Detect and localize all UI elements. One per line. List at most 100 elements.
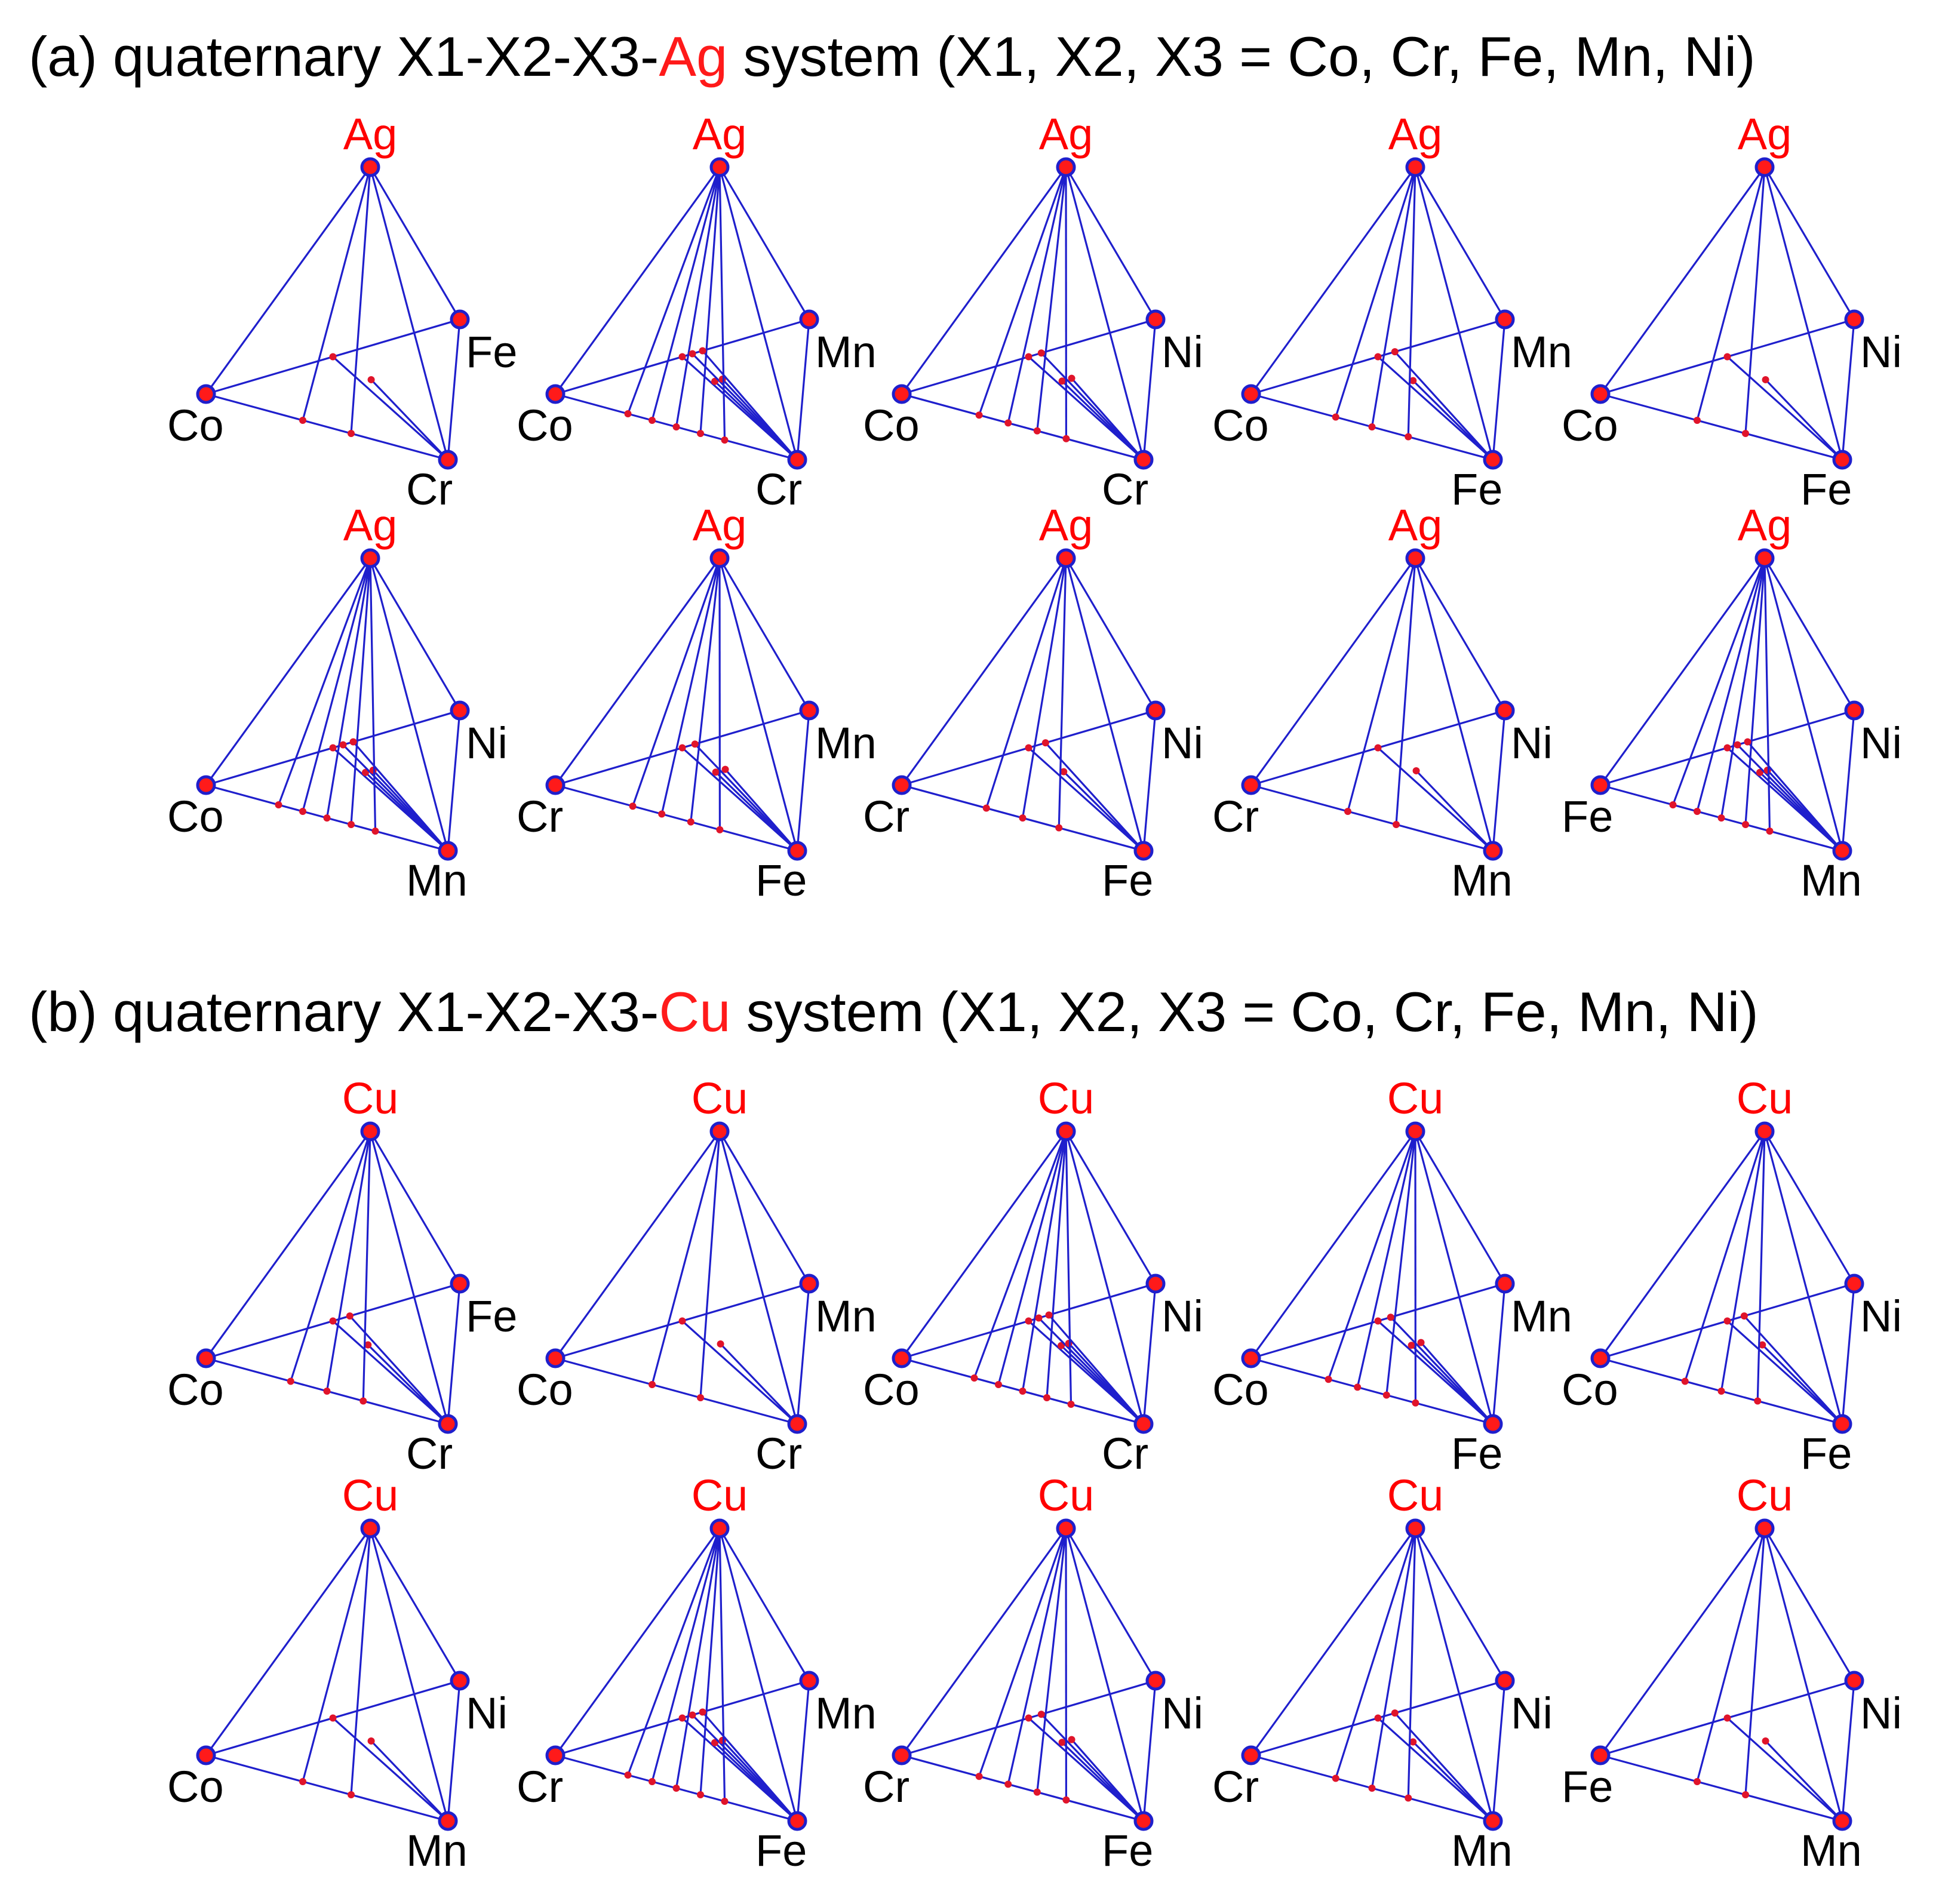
tie-line [1763, 558, 1771, 832]
label-apex: Ag [1039, 500, 1093, 550]
edge-left-bottom [205, 1754, 448, 1822]
phase-point [697, 1394, 704, 1401]
label-bottom: Cr [406, 465, 453, 514]
label-apex: Ag [693, 109, 747, 159]
phase-point [1332, 413, 1339, 421]
tie-line [973, 1131, 1067, 1379]
edge-apex-bottom [718, 1528, 798, 1822]
phase-point [1037, 1711, 1045, 1718]
tie-line [1720, 1131, 1766, 1392]
edge-apex-left [554, 1528, 721, 1756]
edge-right-bottom [1492, 319, 1506, 460]
vertex-left [545, 1745, 566, 1765]
vertex-bottom [1832, 1811, 1852, 1831]
label-apex: Ag [1738, 109, 1792, 159]
edge-apex-bottom [1065, 167, 1145, 460]
tie-line [1028, 356, 1145, 461]
edge-apex-right [1414, 1131, 1506, 1284]
edge-apex-bottom [1414, 558, 1494, 851]
label-left: Co [167, 792, 224, 841]
label-bottom: Fe [1451, 465, 1502, 514]
phase-point [1062, 1796, 1070, 1804]
section-b-title-prefix: (b) quaternary X1-X2-X3- [29, 980, 659, 1043]
phase-point [1681, 1377, 1689, 1385]
vertex-apex [1754, 1121, 1775, 1142]
edge-apex-left [205, 167, 371, 395]
phase-point [1723, 744, 1731, 752]
phase-point [716, 826, 724, 833]
section-a-title-element: Ag [659, 25, 728, 88]
vertex-left [545, 1348, 566, 1368]
edge-right-bottom [1841, 710, 1855, 851]
phase-point [1409, 377, 1417, 385]
phase-point [721, 765, 729, 773]
phase-point [658, 810, 666, 818]
tie-line [1412, 1741, 1494, 1822]
tie-line [325, 558, 371, 819]
vertex-bottom [1832, 1414, 1852, 1434]
tie-line [1720, 558, 1766, 819]
edge-apex-bottom [718, 167, 798, 460]
vertex-bottom [1133, 841, 1154, 861]
edge-left-bottom [555, 1357, 798, 1425]
phase-point [1033, 1788, 1041, 1796]
vertex-left [1241, 775, 1261, 795]
label-right: Ni [1511, 1688, 1553, 1738]
tie-line [1726, 1717, 1843, 1822]
label-left: Cr [517, 792, 563, 841]
tie-line [718, 1528, 726, 1802]
edge-right-bottom [1142, 319, 1157, 460]
phase-point [1759, 1341, 1766, 1349]
phase-point [1744, 738, 1751, 746]
tie-line [1335, 167, 1416, 417]
edge-apex-left [205, 558, 371, 786]
edge-left-bottom [205, 393, 448, 461]
vertex-left [1241, 1348, 1261, 1368]
tie-line [1335, 1528, 1416, 1779]
vertex-left [545, 775, 566, 795]
label-left: Cr [1212, 1762, 1259, 1811]
label-bottom: Cr [1102, 465, 1148, 514]
tie-line [1036, 167, 1067, 431]
tie-line [1370, 1528, 1416, 1789]
edge-apex-bottom [369, 167, 449, 460]
phase-point [1405, 433, 1412, 441]
tie-line [352, 741, 449, 852]
tie-line [1046, 1131, 1067, 1398]
phase-point [359, 1397, 367, 1405]
tie-line [1328, 1131, 1416, 1380]
edge-right-bottom [1492, 1283, 1506, 1425]
vertex-right [1844, 700, 1864, 721]
tie-line [1063, 771, 1145, 852]
edge-apex-right [718, 1131, 810, 1284]
phase-point [1025, 353, 1033, 361]
tie-line [1044, 742, 1145, 852]
tie-line [1028, 747, 1145, 852]
phase-point [1033, 427, 1041, 435]
edge-apex-left [1250, 167, 1416, 395]
vertex-left [1241, 384, 1261, 404]
vertex-bottom [1483, 1811, 1503, 1831]
vertex-apex [709, 1121, 730, 1142]
vertex-apex [1405, 1121, 1425, 1142]
vertex-apex [360, 1518, 380, 1539]
label-left: Co [1562, 1365, 1618, 1414]
vertex-right [1145, 1671, 1166, 1691]
phase-point [1368, 423, 1376, 430]
edge-right-bottom [1841, 1283, 1855, 1425]
phase-point [1409, 1738, 1417, 1746]
phase-point [672, 423, 680, 430]
vertex-apex [709, 1518, 730, 1539]
phase-point [982, 804, 990, 812]
phase-point [1717, 814, 1725, 822]
label-left: Co [517, 1365, 573, 1414]
tie-line [1743, 1315, 1843, 1425]
edge-left-bottom [1600, 393, 1843, 461]
label-bottom: Cr [1102, 1429, 1148, 1478]
phase-point [678, 353, 686, 361]
vertex-right [450, 700, 470, 721]
tie-line [1377, 1717, 1494, 1822]
